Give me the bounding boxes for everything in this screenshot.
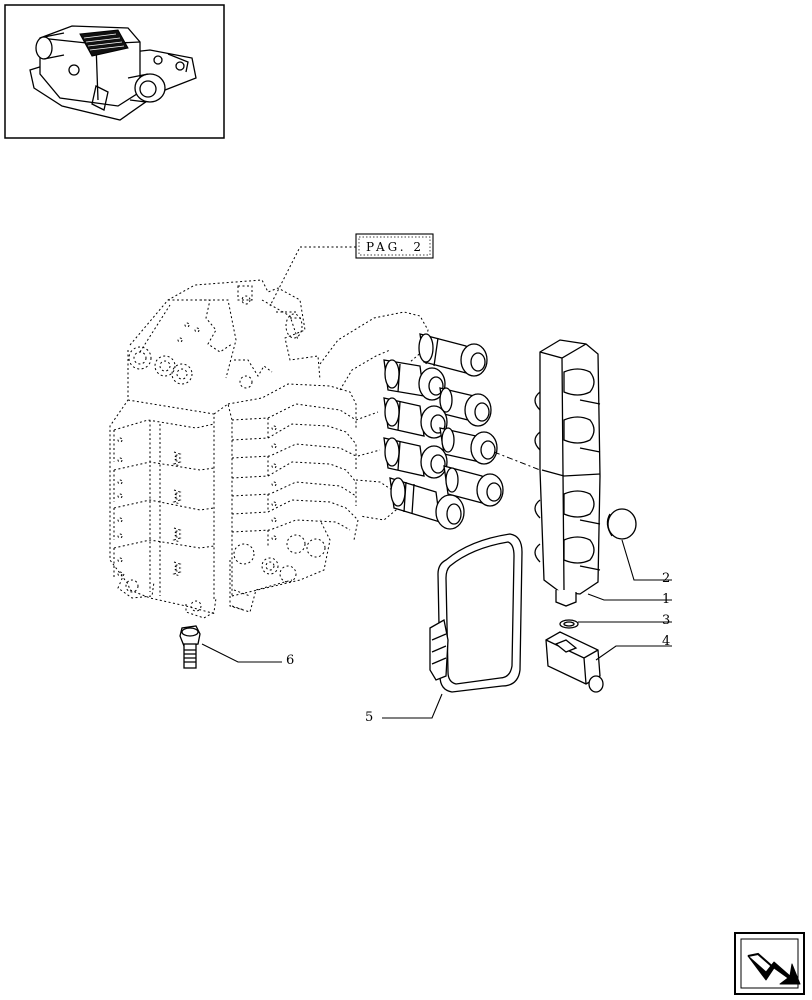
- callout-3: 3: [662, 613, 670, 628]
- callout-6: 6: [286, 653, 294, 668]
- valve-assembly-thumbnail-icon[interactable]: [4, 4, 225, 139]
- leader-4: [595, 645, 672, 661]
- page-reference-label: PAG. 2: [366, 240, 424, 254]
- page-reference-tag[interactable]: PAG. 2: [355, 233, 434, 259]
- callout-5: 5: [365, 710, 373, 725]
- leader-lines: [201, 539, 672, 719]
- leader-5: [382, 693, 443, 719]
- callout-4: 4: [662, 634, 670, 649]
- quick-coupler-group: [383, 333, 504, 530]
- next-page-arrow-icon[interactable]: [734, 932, 805, 995]
- part-4-bracket[interactable]: [545, 631, 604, 693]
- callout-labels: 2 1 3 4 5 6: [286, 571, 670, 725]
- part-3-o-ring[interactable]: [559, 619, 579, 629]
- leader-1: [587, 593, 672, 601]
- control-valve-bank: [109, 279, 429, 619]
- part-5-gasket-frame[interactable]: [429, 533, 523, 693]
- callout-1: 1: [662, 592, 670, 607]
- leader-2: [621, 539, 672, 581]
- part-2-dust-cap[interactable]: [606, 508, 637, 540]
- part-6-bolt[interactable]: [179, 625, 201, 669]
- part-1-coupler-block[interactable]: [534, 339, 601, 607]
- callout-2: 2: [662, 571, 670, 586]
- leader-6: [201, 643, 282, 663]
